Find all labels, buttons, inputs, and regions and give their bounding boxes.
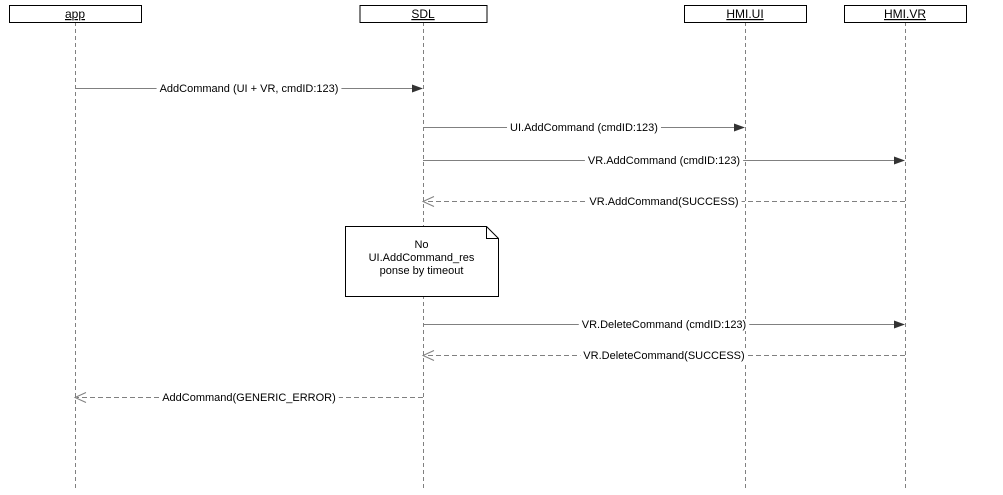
note-text-line: No xyxy=(414,239,428,251)
message-label: VR.DeleteCommand (cmdID:123) xyxy=(582,319,746,331)
arrowhead-open-icon xyxy=(421,196,435,207)
actor-label-hmi-vr: HMI.VR xyxy=(884,7,926,21)
message-label: VR.AddCommand(SUCCESS) xyxy=(589,196,738,208)
note-fold-icon xyxy=(486,226,499,239)
message-label: AddCommand (UI + VR, cmdID:123) xyxy=(160,83,339,95)
actor-box-hmi-vr xyxy=(844,5,967,23)
message-addcommand-ui-vr-cmdid-123: AddCommand (UI + VR, cmdID:123) xyxy=(75,83,423,95)
actor-label-app: app xyxy=(65,7,85,21)
note-text-line: UI.AddCommand_res xyxy=(369,252,475,264)
actor-label-hmi-ui: HMI.UI xyxy=(726,7,763,21)
actor-hmi-ui: HMI.UI xyxy=(684,5,807,490)
message-label-bg xyxy=(584,155,744,167)
actor-label-sdl: SDL xyxy=(411,7,435,21)
message-label-bg xyxy=(159,392,339,404)
message-vr-addcommand-success: VR.AddCommand(SUCCESS) xyxy=(421,196,905,208)
arrowhead-filled-icon xyxy=(412,84,423,93)
message-vr-deletecommand-cmdid-123: VR.DeleteCommand (cmdID:123) xyxy=(423,319,905,331)
message-addcommand-generic-error: AddCommand(GENERIC_ERROR) xyxy=(73,392,423,404)
message-ui-addcommand-cmdid-123: UI.AddCommand (cmdID:123) xyxy=(423,122,745,134)
actor-box-app xyxy=(9,5,142,23)
message-label-bg xyxy=(507,122,661,134)
message-label-bg xyxy=(578,319,750,331)
actor-box-hmi-ui xyxy=(684,5,807,23)
arrowhead-open-icon xyxy=(421,350,435,361)
message-label-bg xyxy=(586,196,742,208)
actor-app: app xyxy=(9,5,142,490)
message-label-bg xyxy=(580,350,748,362)
arrowhead-filled-icon xyxy=(734,123,745,132)
message-vr-addcommand-cmdid-123: VR.AddCommand (cmdID:123) xyxy=(423,155,905,167)
arrowhead-filled-icon xyxy=(894,320,905,329)
message-label: AddCommand(GENERIC_ERROR) xyxy=(162,392,336,404)
arrowhead-filled-icon xyxy=(894,156,905,165)
note-text-line: ponse by timeout xyxy=(380,265,464,277)
arrowhead-open-icon xyxy=(73,392,87,403)
message-vr-deletecommand-success: VR.DeleteCommand(SUCCESS) xyxy=(421,350,905,362)
message-label: VR.AddCommand (cmdID:123) xyxy=(588,155,740,167)
actor-box-sdl xyxy=(359,5,488,23)
actor-hmi-vr: HMI.VR xyxy=(844,5,967,490)
message-label: VR.DeleteCommand(SUCCESS) xyxy=(583,350,744,362)
note-box xyxy=(345,226,499,297)
message-label-bg xyxy=(156,83,342,95)
message-label: UI.AddCommand (cmdID:123) xyxy=(510,122,658,134)
